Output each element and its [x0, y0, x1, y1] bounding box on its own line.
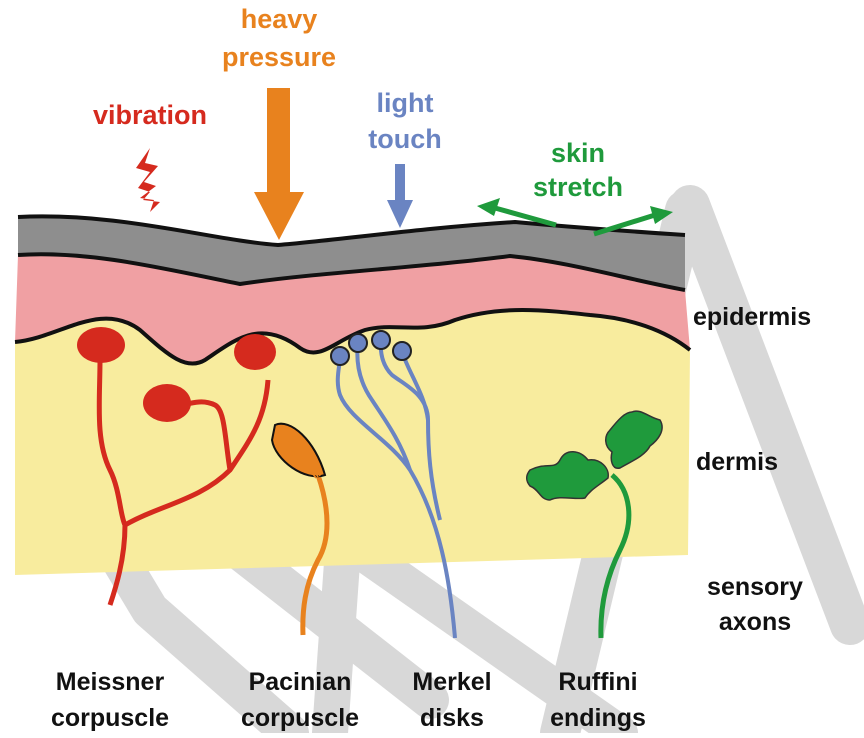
pacinian-label-line1: Pacinian [249, 668, 352, 696]
light-touch-label-line2: touch [368, 124, 442, 154]
light-touch-arrow-icon [387, 164, 413, 228]
epidermis-label: epidermis [693, 303, 811, 331]
pacinian-label-line2: corpuscle [241, 704, 359, 732]
heavy-pressure-arrow-icon [254, 88, 304, 240]
merkel-label-line1: Merkel [412, 668, 491, 696]
merkel-label-line2: disks [420, 704, 484, 732]
merkel-disk-4 [393, 342, 411, 360]
vibration-icon [136, 148, 160, 212]
meissner-label-line2: corpuscle [51, 704, 169, 732]
sensory-axons-label-line2: axons [719, 608, 791, 636]
ruffini-label-line1: Ruffini [558, 668, 637, 696]
merkel-disk-2 [349, 334, 367, 352]
thick-down-arrow-icon [254, 88, 304, 240]
ruffini-label-line2: endings [550, 704, 646, 732]
meissner-ending-3 [234, 334, 276, 370]
heavy-pressure-label-line1: heavy [241, 4, 318, 34]
meissner-ending-2 [143, 384, 191, 422]
heavy-pressure-label-line2: pressure [222, 42, 336, 72]
light-touch-label-line1: light [377, 88, 434, 118]
merkel-disk-1 [331, 347, 349, 365]
vibration-label: vibration [93, 100, 207, 130]
dermis-label: dermis [696, 448, 778, 476]
sensory-axons-label-line1: sensory [707, 573, 803, 601]
zigzag-arrow-icon [136, 148, 160, 212]
meissner-ending-1 [77, 327, 125, 363]
meissner-label-line1: Meissner [56, 668, 165, 696]
skin-stretch-label-line2: stretch [533, 172, 623, 202]
thin-down-arrow-icon [387, 164, 413, 228]
skin-stretch-label-line1: skin [551, 138, 605, 168]
merkel-disk-3 [372, 331, 390, 349]
watermark-stroke-5 [690, 205, 850, 625]
stretch-arrow-left-head [477, 198, 500, 216]
